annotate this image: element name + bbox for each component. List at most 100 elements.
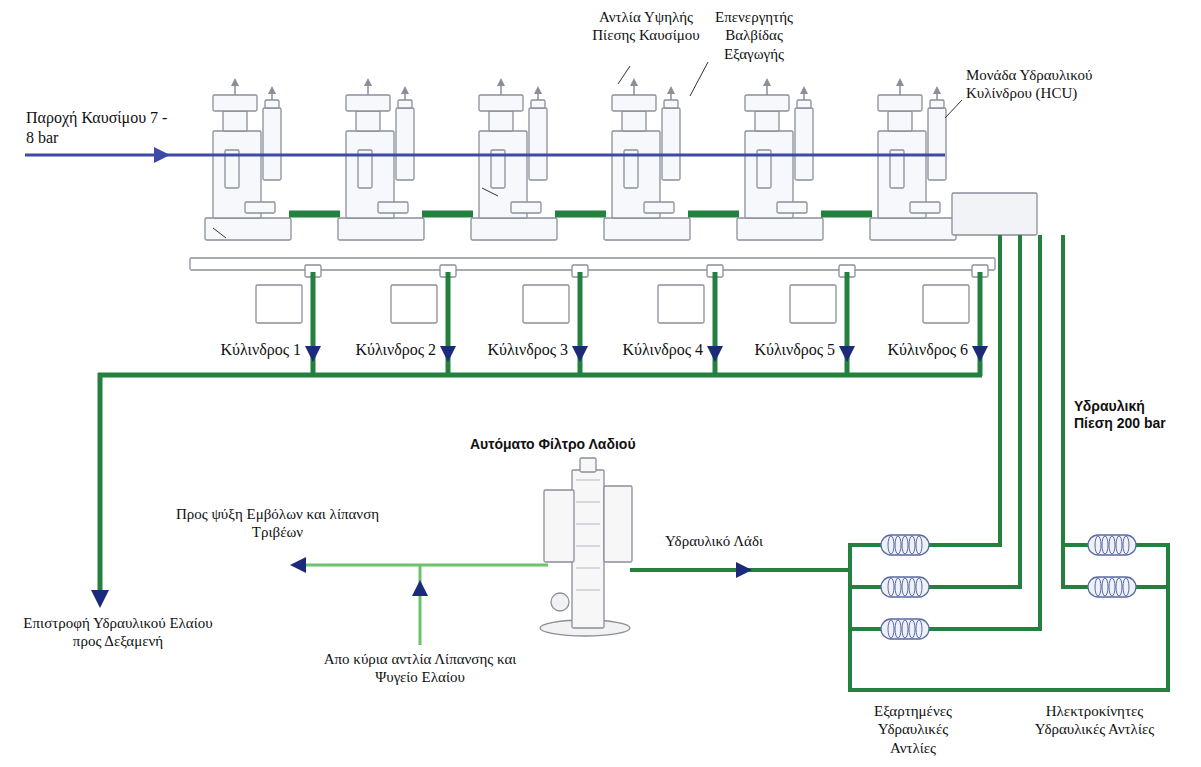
- hcu-manifold: [952, 193, 1037, 235]
- hydraulic-link: [422, 211, 473, 218]
- part-label: Επιστροφή Υδραυλικού Ελαίου προς Δεξαμεν…: [8, 614, 228, 651]
- pump-symbol: [881, 577, 929, 597]
- hydraulic-link: [555, 211, 606, 218]
- actuator-body: [795, 108, 813, 180]
- filter-rib: [576, 524, 600, 525]
- pump-stem: [622, 111, 646, 131]
- arrow-head: [763, 78, 771, 86]
- cylinder-head: [391, 285, 437, 323]
- hydraulic-link: [688, 211, 739, 218]
- pipe-line: [1018, 235, 1022, 587]
- part-label: Παροχή Καυσίμου 7 - 8 bar: [26, 108, 176, 147]
- arrow-head: [933, 86, 941, 94]
- pump-cap: [479, 95, 523, 111]
- pipe-line: [1136, 585, 1170, 589]
- actuator-cap: [398, 100, 412, 108]
- arrow-head: [630, 78, 638, 86]
- pump-coil: [902, 536, 908, 554]
- pump-coil: [916, 536, 922, 554]
- pump-coil: [1095, 578, 1101, 596]
- pipe-line: [1038, 235, 1042, 629]
- pipe-line: [929, 627, 1042, 631]
- pump-stem: [489, 111, 513, 131]
- unit-base: [338, 218, 424, 240]
- part-label: Επενεργητής Βαλβίδας Εξαγωγής: [706, 8, 802, 63]
- arrow-head: [736, 562, 752, 578]
- actuator-body: [396, 108, 414, 180]
- part-label: Κύλινδρος 5: [755, 340, 835, 360]
- unit-base: [870, 218, 956, 240]
- pump-coil: [1095, 536, 1101, 554]
- pump-symbol: [881, 619, 929, 639]
- arrow-head: [364, 78, 372, 86]
- side-block: [245, 202, 275, 213]
- part-label: Αντλία Υψηλής Πίεσης Καυσίμου: [590, 8, 702, 45]
- actuator-body: [263, 108, 281, 180]
- pump-coil: [888, 578, 894, 596]
- pump-coil: [888, 620, 894, 638]
- part-label: Κύλινδρος 1: [221, 340, 301, 360]
- pump-coil: [1102, 578, 1108, 596]
- part-label: Κύλινδρος 3: [488, 340, 568, 360]
- side-block: [910, 202, 940, 213]
- arrow-head: [401, 86, 409, 94]
- side-block: [511, 202, 541, 213]
- pipe-line: [848, 543, 852, 692]
- arrow-head: [290, 557, 306, 573]
- pump-cap: [745, 95, 789, 111]
- arrow-head: [707, 346, 723, 362]
- pump-symbol: [1088, 535, 1136, 555]
- actuator-body: [928, 108, 946, 180]
- pump-stem: [888, 111, 912, 131]
- pump-coil: [1109, 578, 1115, 596]
- pipe-line: [848, 543, 881, 547]
- arrow-head: [154, 147, 170, 163]
- filter-rib: [576, 502, 600, 503]
- part-label: Ηλεκτροκίνητες Υδραυλικές Αντλίες: [1032, 702, 1157, 739]
- pump-coil: [1123, 536, 1129, 554]
- cylinder-head: [658, 285, 704, 323]
- pump-coil: [888, 536, 894, 554]
- part-label: Κύλινδρος 4: [623, 340, 703, 360]
- unit-base: [737, 218, 823, 240]
- arrow-head: [440, 346, 456, 362]
- actuator-cap: [797, 100, 811, 108]
- pump-symbol: [881, 535, 929, 555]
- arrow-head: [497, 78, 505, 86]
- pump-coil: [1109, 536, 1115, 554]
- filter-chamber: [604, 486, 632, 562]
- cylinder-head: [923, 285, 969, 323]
- pipe-line: [929, 585, 1022, 589]
- filter-column: [572, 470, 604, 628]
- part-label: Εξαρτημένες Υδραυλικές Αντλίες: [858, 702, 968, 757]
- part-label: Απο κύρια αντλία Λίπανσης και Ψυγείο Ελα…: [310, 650, 530, 687]
- pump-coil: [909, 620, 915, 638]
- side-block: [777, 202, 807, 213]
- part-label: Υδραυλική Πίεση 200 bar: [1074, 398, 1184, 432]
- filter-rib: [576, 568, 600, 569]
- pump-stem: [356, 111, 380, 131]
- pipe-line: [1061, 585, 1088, 589]
- actuator-body: [529, 108, 547, 180]
- part-label: Κύλινδρος 2: [356, 340, 436, 360]
- cylinder-head: [523, 285, 569, 323]
- arrow-head: [667, 86, 675, 94]
- leader-line: [482, 188, 498, 196]
- arrow-head: [305, 346, 321, 362]
- return-line: [98, 373, 982, 378]
- leader-line: [690, 62, 708, 96]
- filter-motor: [551, 593, 569, 611]
- filter-chamber: [544, 490, 574, 562]
- pump-coil: [909, 536, 915, 554]
- pump-coil: [916, 578, 922, 596]
- part-label: Προς ψύξη Εμβόλων και λίπανση Τριβέων: [175, 505, 380, 542]
- lube-line: [419, 565, 422, 645]
- pipe-line: [848, 627, 881, 631]
- actuator-cap: [930, 100, 944, 108]
- arrow-head: [534, 86, 542, 94]
- leader-line: [618, 66, 630, 84]
- pump-stem: [223, 111, 247, 131]
- pump-coil: [902, 620, 908, 638]
